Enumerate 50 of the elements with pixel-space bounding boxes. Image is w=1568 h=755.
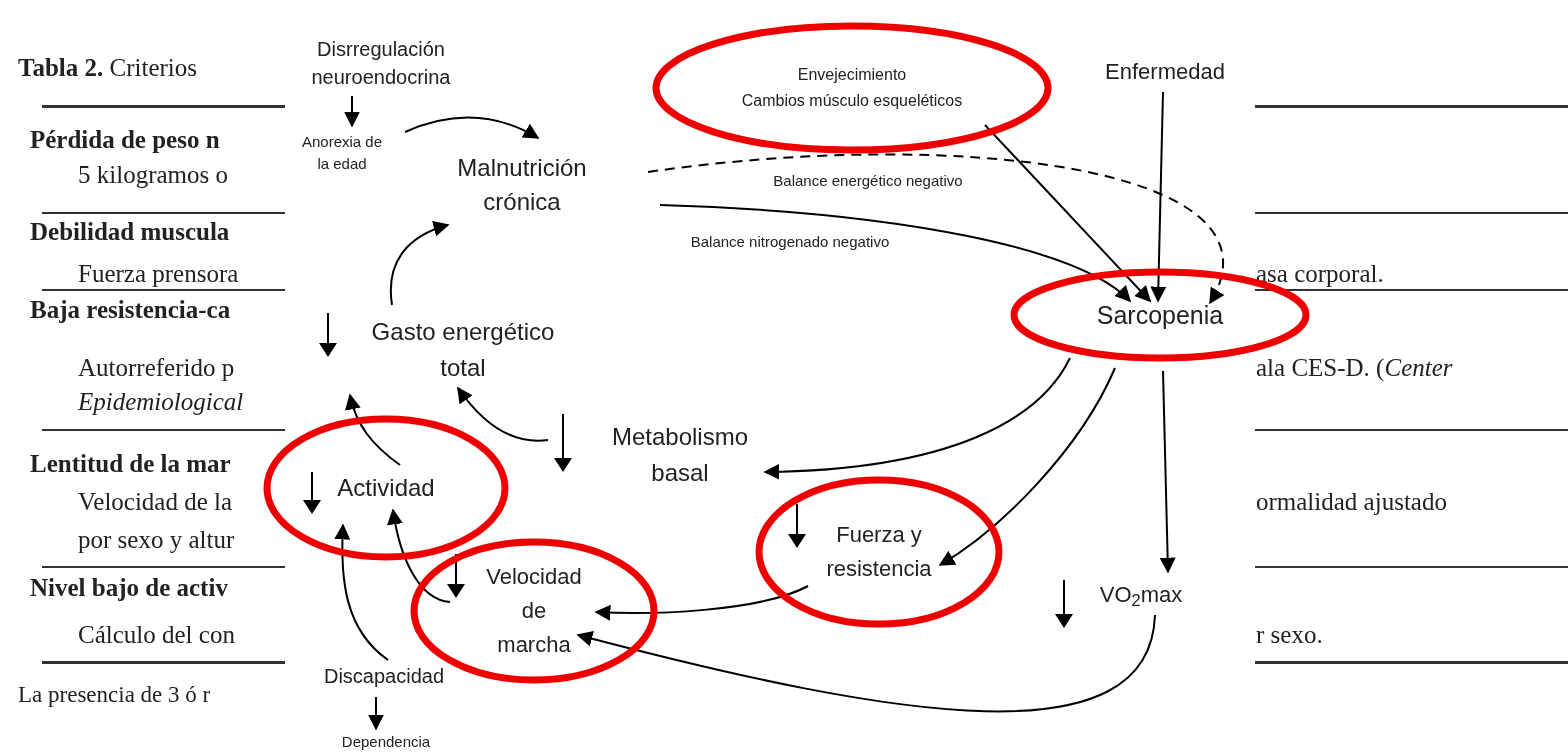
table-text: ormalidad ajustado <box>1256 487 1447 517</box>
node-label: Disrregulación neuroendocrina <box>311 37 451 90</box>
node-label: Envejecimiento <box>797 65 907 85</box>
node-label: Malnutrición crónica <box>457 153 587 217</box>
node-label: Metabolismo basal <box>611 422 749 488</box>
table-text: Baja resistencia-ca <box>30 295 231 325</box>
table-text: Nivel bajo de activ <box>30 573 228 603</box>
node-label: Velocidad de marcha <box>486 563 582 659</box>
table-text: 5 kilogramos o <box>78 160 228 190</box>
arrow <box>984 124 1152 303</box>
arrow <box>1159 370 1176 574</box>
arrow <box>659 204 1132 303</box>
arrow <box>576 614 1156 713</box>
table-text: r sexo. <box>1256 620 1323 650</box>
arrow <box>763 357 1071 480</box>
node-label: Anorexia de la edad <box>301 132 383 174</box>
table-text: Lentitud de la mar <box>30 449 231 479</box>
node-label: VO$_{2}$max <box>1099 581 1183 610</box>
arrow <box>938 367 1116 566</box>
table-text: Tabla 2. Criterios <box>18 53 197 83</box>
node-label: Fuerza y resistencia <box>826 521 932 583</box>
arrow <box>345 393 401 466</box>
node-label: Cambios músculo esqueléticos <box>741 91 963 111</box>
table-text: La presencia de 3 ó r <box>18 681 211 709</box>
node-label: Discapacidad <box>323 664 445 689</box>
arrow <box>368 696 384 731</box>
table-text: por sexo y altur <box>78 525 235 555</box>
arrow <box>387 508 451 603</box>
node-label: Actividad <box>337 473 435 503</box>
table-text: Pérdida de peso n <box>30 125 220 155</box>
table-text: Debilidad muscula <box>30 217 230 247</box>
table-text: Epidemiological <box>78 387 244 417</box>
table-text: Velocidad de la <box>78 487 233 517</box>
arrow <box>647 153 1224 305</box>
node-label: Enfermedad <box>1105 58 1225 86</box>
arrow <box>594 585 809 621</box>
table-text: Cálculo del con <box>78 620 235 650</box>
node-label: Gasto energético total <box>370 317 556 383</box>
node-label: Sarcopenia <box>1096 300 1224 331</box>
table-text: Autorreferido p <box>78 353 235 383</box>
arrow <box>334 523 389 661</box>
arrow <box>457 386 549 442</box>
arrow <box>344 95 360 128</box>
table-text: asa corporal. <box>1256 259 1384 289</box>
arrow <box>1150 91 1167 303</box>
arrow <box>404 116 540 139</box>
table-text: Fuerza prensora <box>78 259 239 289</box>
table-text: ala CES-D. (Center <box>1256 353 1453 384</box>
arrow <box>389 221 450 306</box>
node-label: Dependencia <box>341 732 431 752</box>
